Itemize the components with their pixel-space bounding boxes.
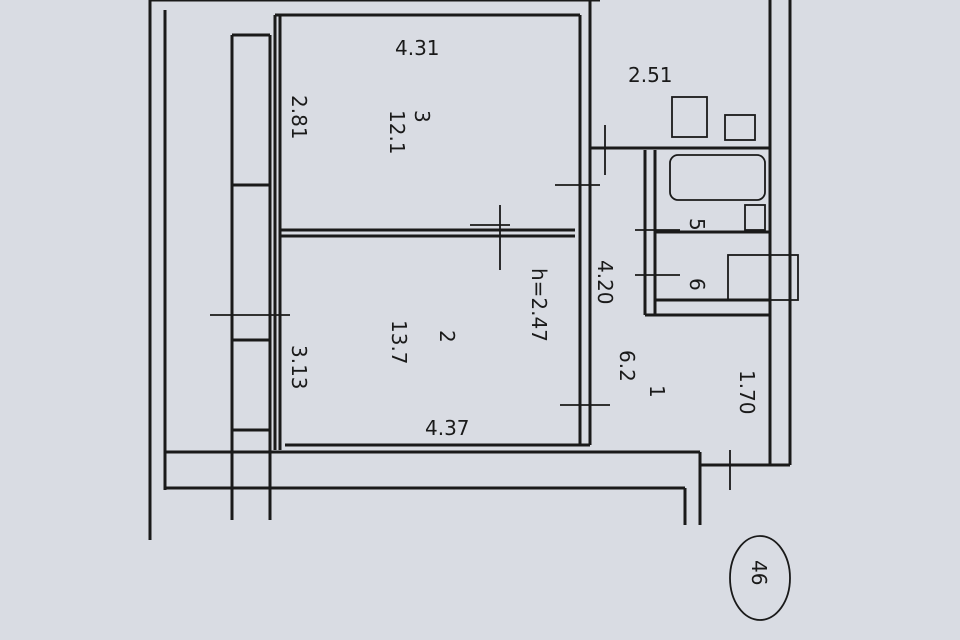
washbasin-icon [744, 204, 766, 231]
room3-area: 12.1 [385, 110, 409, 155]
room5-number: 5 [685, 218, 709, 231]
sink-icon [724, 114, 756, 141]
room1-width: 4.20 [593, 260, 617, 305]
walls [148, 0, 792, 540]
room3-width: 4.31 [395, 36, 440, 60]
room2-length: 3.13 [287, 345, 311, 390]
kitchen-dimension: 2.51 [628, 63, 673, 87]
room1-area: 6.2 [615, 350, 639, 382]
ticks [210, 125, 731, 490]
badge: 46 [729, 535, 791, 621]
room3-number: 3 [410, 110, 434, 123]
bathtub-icon [669, 154, 766, 201]
room2-number: 2 [435, 330, 459, 343]
fixtures [669, 96, 799, 301]
room1-length: 1.70 [735, 370, 759, 415]
room2-area: 13.7 [387, 320, 411, 365]
ceiling-height: h=2.47 [527, 268, 551, 342]
room2-width: 4.37 [425, 416, 470, 440]
stove-icon [671, 96, 708, 138]
room3-length: 2.81 [287, 95, 311, 140]
room1-number: 1 [645, 385, 669, 398]
plan-number: 46 [747, 560, 771, 585]
room6-number: 6 [685, 278, 709, 291]
toilet-icon [727, 254, 799, 301]
